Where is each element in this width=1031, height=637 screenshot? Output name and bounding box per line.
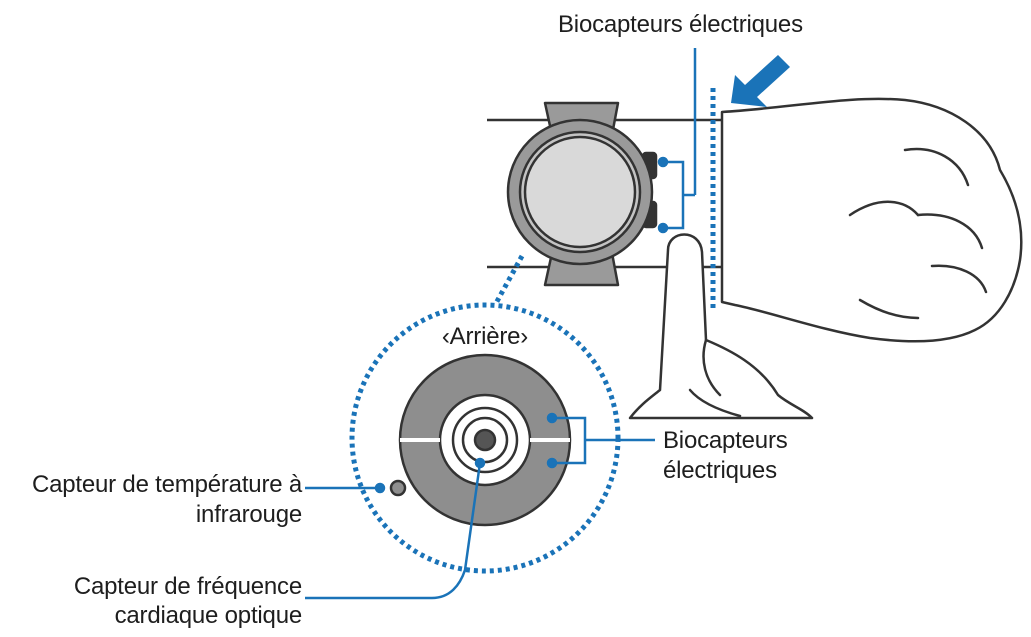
- watch-back: [389, 353, 572, 527]
- rear-detail-circle: [349, 302, 621, 574]
- hand-outline: [720, 97, 1023, 343]
- label-heart-rate-2: cardiaque optique: [114, 602, 303, 629]
- side-biosensor-pointer: [546, 412, 655, 469]
- hand-creases: [688, 338, 742, 418]
- arrow-icon: [731, 55, 790, 107]
- detail-connector: [492, 254, 525, 307]
- label-temperature-2: infrarouge: [195, 501, 302, 528]
- heart-rate-sensor-pointer: [305, 457, 486, 600]
- label-heart-rate-1: Capteur de fréquence: [73, 573, 302, 600]
- label-biosensors-side-2: électriques: [663, 457, 777, 484]
- watch-body: [506, 101, 658, 287]
- label-rear: ‹Arrière›: [441, 323, 529, 350]
- label-biosensors-top: Biocapteurs électriques: [558, 11, 803, 38]
- label-temperature-1: Capteur de température à: [31, 471, 302, 498]
- label-biosensors-side-1: Biocapteurs: [663, 427, 788, 454]
- top-biosensor-pointer: [657, 48, 697, 234]
- finger-creases: [848, 147, 988, 320]
- temperature-sensor-pointer: [305, 482, 386, 494]
- pressing-hand: [628, 233, 814, 420]
